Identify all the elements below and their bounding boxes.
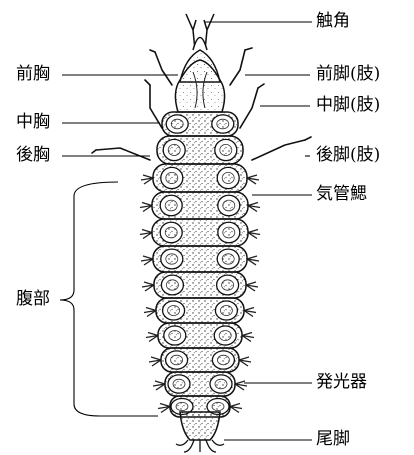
- abdomen-segment: [158, 323, 242, 348]
- gill-tuft: [248, 230, 260, 239]
- abdomen-segment: [152, 192, 248, 219]
- gill-tuft: [230, 404, 242, 413]
- abdomen-segment: [152, 219, 248, 246]
- gill-tuft: [235, 381, 247, 390]
- light-organ-core: [215, 379, 227, 389]
- light-organ-core: [212, 402, 224, 410]
- gill-tuft: [140, 230, 152, 239]
- abdomen-segment: [154, 272, 246, 298]
- light-organ-core: [171, 355, 183, 365]
- label-gill: 気管鰓: [316, 186, 367, 203]
- light-organ-core: [217, 355, 229, 365]
- light-organ-core: [217, 119, 229, 129]
- light-organ-core: [165, 227, 177, 238]
- gill-tuft: [247, 175, 259, 184]
- gill-tuft: [146, 333, 158, 342]
- label-midleg: 中脚(肢): [316, 97, 380, 114]
- body-segments: [152, 60, 248, 417]
- light-organ-core: [166, 172, 178, 183]
- hindleg-right: [252, 137, 311, 160]
- abdomen-segment: [153, 164, 247, 192]
- label-hindleg: 後脚(肢): [316, 147, 380, 164]
- light-organ-core: [166, 280, 178, 290]
- gill-tuft: [144, 308, 156, 317]
- abdomen-bracket: [60, 182, 158, 416]
- light-organ-core: [222, 172, 234, 183]
- label-antenna: 触角: [316, 13, 350, 30]
- gill-tuft: [153, 381, 165, 390]
- label-abdomen: 腹部: [16, 291, 50, 308]
- light-organ-core: [223, 200, 235, 211]
- abdomen-segment: [165, 372, 235, 396]
- abdomen-segment: [156, 298, 244, 323]
- thorax-segment: [162, 112, 238, 136]
- light-organ-core: [220, 144, 232, 155]
- gill-tuft: [158, 404, 170, 413]
- light-organ-core: [173, 379, 185, 389]
- light-organ-core: [219, 331, 231, 341]
- label-tail-leg: 尾脚: [316, 431, 350, 448]
- gill-tuft: [141, 175, 153, 184]
- tail-segment: [176, 412, 224, 452]
- abdomen-segment: [161, 348, 239, 372]
- hindleg-left: [92, 148, 150, 160]
- light-organ-core: [223, 227, 235, 238]
- label-light-organ: 発光器: [316, 374, 367, 391]
- label-foreleg: 前脚(肢): [316, 66, 380, 83]
- light-organ-core: [222, 254, 234, 264]
- gill-tuft: [141, 256, 153, 265]
- light-organ-core: [169, 331, 181, 341]
- light-organ-core: [165, 200, 177, 211]
- gill-tuft: [149, 357, 161, 366]
- gill-tuft: [239, 357, 251, 366]
- abdomen-segment: [153, 246, 247, 272]
- label-mesothorax: 中胸: [16, 114, 50, 131]
- midleg-left: [145, 80, 162, 128]
- gill-tuft: [244, 308, 256, 317]
- gill-tuft: [142, 282, 154, 291]
- label-metathorax: 後胸: [16, 147, 50, 164]
- gill-tuft: [242, 333, 254, 342]
- foreleg-right: [230, 48, 252, 85]
- thorax-segment: [157, 136, 243, 164]
- light-organ-core: [171, 119, 183, 129]
- light-organ-core: [166, 254, 178, 264]
- antenna-shape: [186, 14, 214, 50]
- light-organ-core: [168, 306, 180, 316]
- light-organ-core: [220, 306, 232, 316]
- light-organ-core: [176, 402, 188, 410]
- label-prothorax: 前胸: [16, 66, 50, 83]
- gill-tuft: [248, 203, 260, 212]
- gill-tuft: [140, 203, 152, 212]
- prothorax-shield: [175, 60, 224, 112]
- light-organ-core: [222, 280, 234, 290]
- gill-tuft: [247, 256, 259, 265]
- gill-tuft: [246, 282, 258, 291]
- foreleg-left: [150, 50, 172, 85]
- light-organ-core: [168, 144, 180, 155]
